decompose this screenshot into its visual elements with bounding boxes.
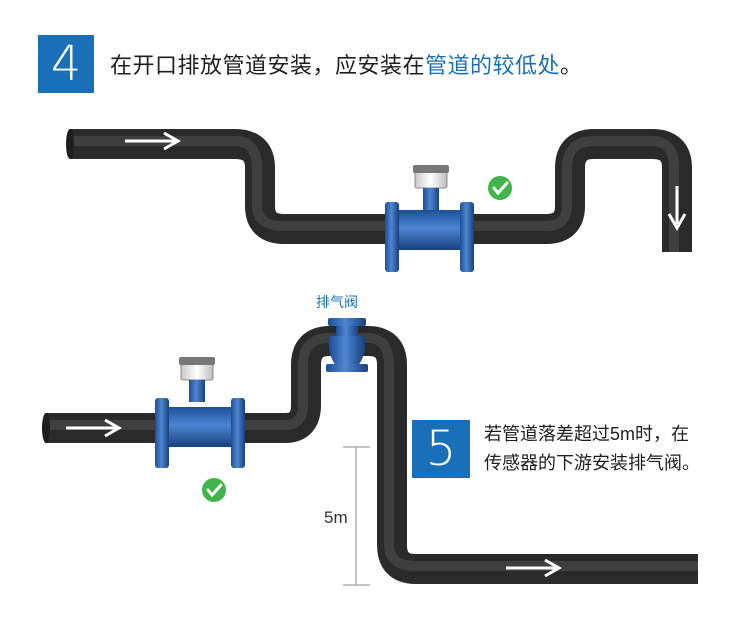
bottom-flow-arrow-right <box>506 558 563 578</box>
step-4-badge: 4 <box>38 35 94 93</box>
step-4-text-suffix: 。 <box>560 53 583 78</box>
height-dimension-line <box>343 446 370 586</box>
step-4-text-prefix: 在开口排放管道安装，应安装在 <box>110 53 426 78</box>
top-flow-arrow-right <box>125 131 182 151</box>
air-valve-label: 排气阀 <box>316 294 358 310</box>
bottom-check-icon <box>202 478 226 502</box>
step-5-instruction: 若管道落差超过5m时，在 传感器的下游安装排气阀。 <box>484 420 700 478</box>
step-5-line-1: 若管道落差超过5m时，在 <box>484 424 690 444</box>
bottom-flow-meter <box>155 357 245 468</box>
top-pipe <box>66 129 692 252</box>
step-5-line-2: 传感器的下游安装排气阀。 <box>484 453 700 473</box>
step-4-text-highlight: 管道的较低处 <box>425 53 561 78</box>
top-flow-meter <box>385 165 474 272</box>
air-release-valve <box>326 318 368 372</box>
top-check-icon <box>488 176 512 200</box>
step-5-badge: 5 <box>412 420 470 478</box>
top-flow-arrow-down <box>667 186 687 232</box>
step-4-instruction: 在开口排放管道安装，应安装在管道的较低处。 <box>110 48 583 80</box>
height-dimension-label: 5m <box>324 508 348 527</box>
bottom-flow-arrow-left <box>66 418 123 438</box>
